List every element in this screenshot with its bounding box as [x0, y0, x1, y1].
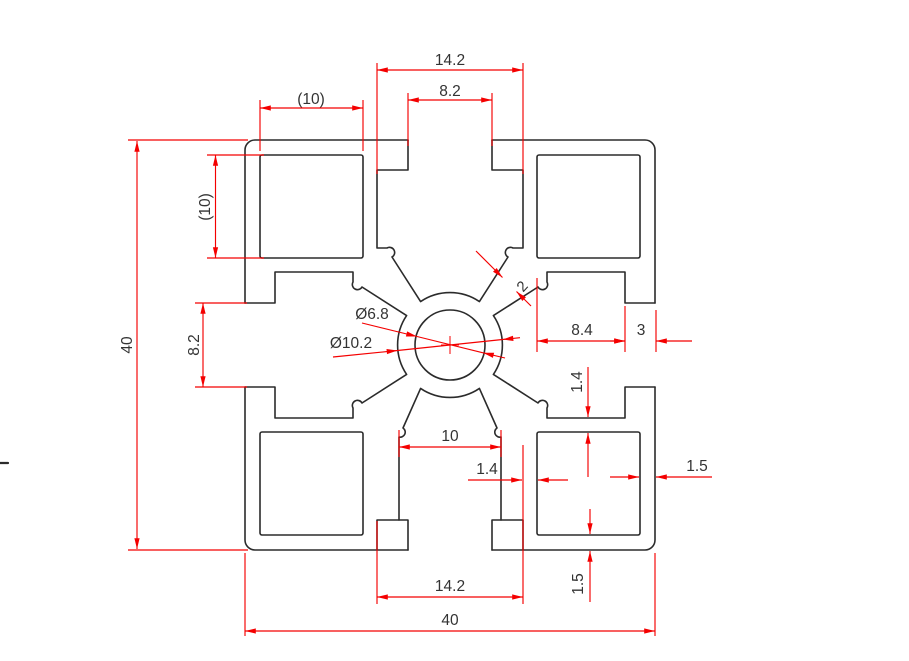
t-slot-top: [376, 139, 524, 303]
center-mark: [441, 336, 459, 354]
dim-pocket-height: (10): [197, 193, 214, 221]
outer-corner-top-right: [491, 139, 656, 304]
dim-slot-floor-width: 10: [441, 428, 459, 445]
dim-inner-wall-lower: 1.4: [476, 461, 498, 478]
dimension-lines: [134, 67, 656, 634]
center-bore-circle: [414, 309, 486, 381]
dim-top-groove-width: 14.2: [435, 52, 465, 69]
outer-corner-bottom-right: [491, 386, 656, 551]
dim-slot-cavity-depth: 8.4: [571, 322, 593, 339]
dim-pocket-width: (10): [297, 91, 325, 108]
dim-outer-wall-right: 1.5: [686, 458, 708, 475]
outer-corner-top-left: [244, 139, 409, 304]
t-slot-left: [244, 271, 408, 419]
corner-pocket-top-right: [536, 154, 641, 259]
dim-lip-depth: 3: [637, 322, 646, 339]
dim-left-slot-opening: 8.2: [186, 334, 203, 356]
corner-pocket-top-left: [259, 154, 364, 259]
dimension-annotations: [128, 63, 712, 636]
dim-overall-width: 40: [441, 612, 459, 629]
web-thickness-arrows: [475, 250, 532, 307]
outer-corner-bottom-left: [244, 386, 409, 551]
dim-outer-wall-bottom: 1.5: [570, 573, 587, 595]
t-slot-right: [492, 271, 656, 419]
small-dimension-arrows: [468, 338, 712, 602]
corner-pocket-bottom-right: [536, 431, 641, 536]
dimension-labels: 14.2 8.2 (10) (10) 40 8.2 Ø6.8 Ø10.2 2 8…: [119, 52, 708, 629]
dim-core-hole-dia: Ø6.8: [355, 306, 389, 323]
dim-core-boss-dia: Ø10.2: [330, 335, 372, 352]
profile-outline: [0, 139, 656, 551]
t-slot-bottom: [376, 387, 524, 551]
corner-pocket-bottom-left: [259, 431, 364, 536]
dim-inner-wall-upper: 1.4: [569, 371, 586, 393]
dim-top-slot-opening: 8.2: [439, 83, 461, 100]
dim-overall-height: 40: [119, 336, 136, 354]
dim-bottom-groove-width: 14.2: [435, 578, 465, 595]
